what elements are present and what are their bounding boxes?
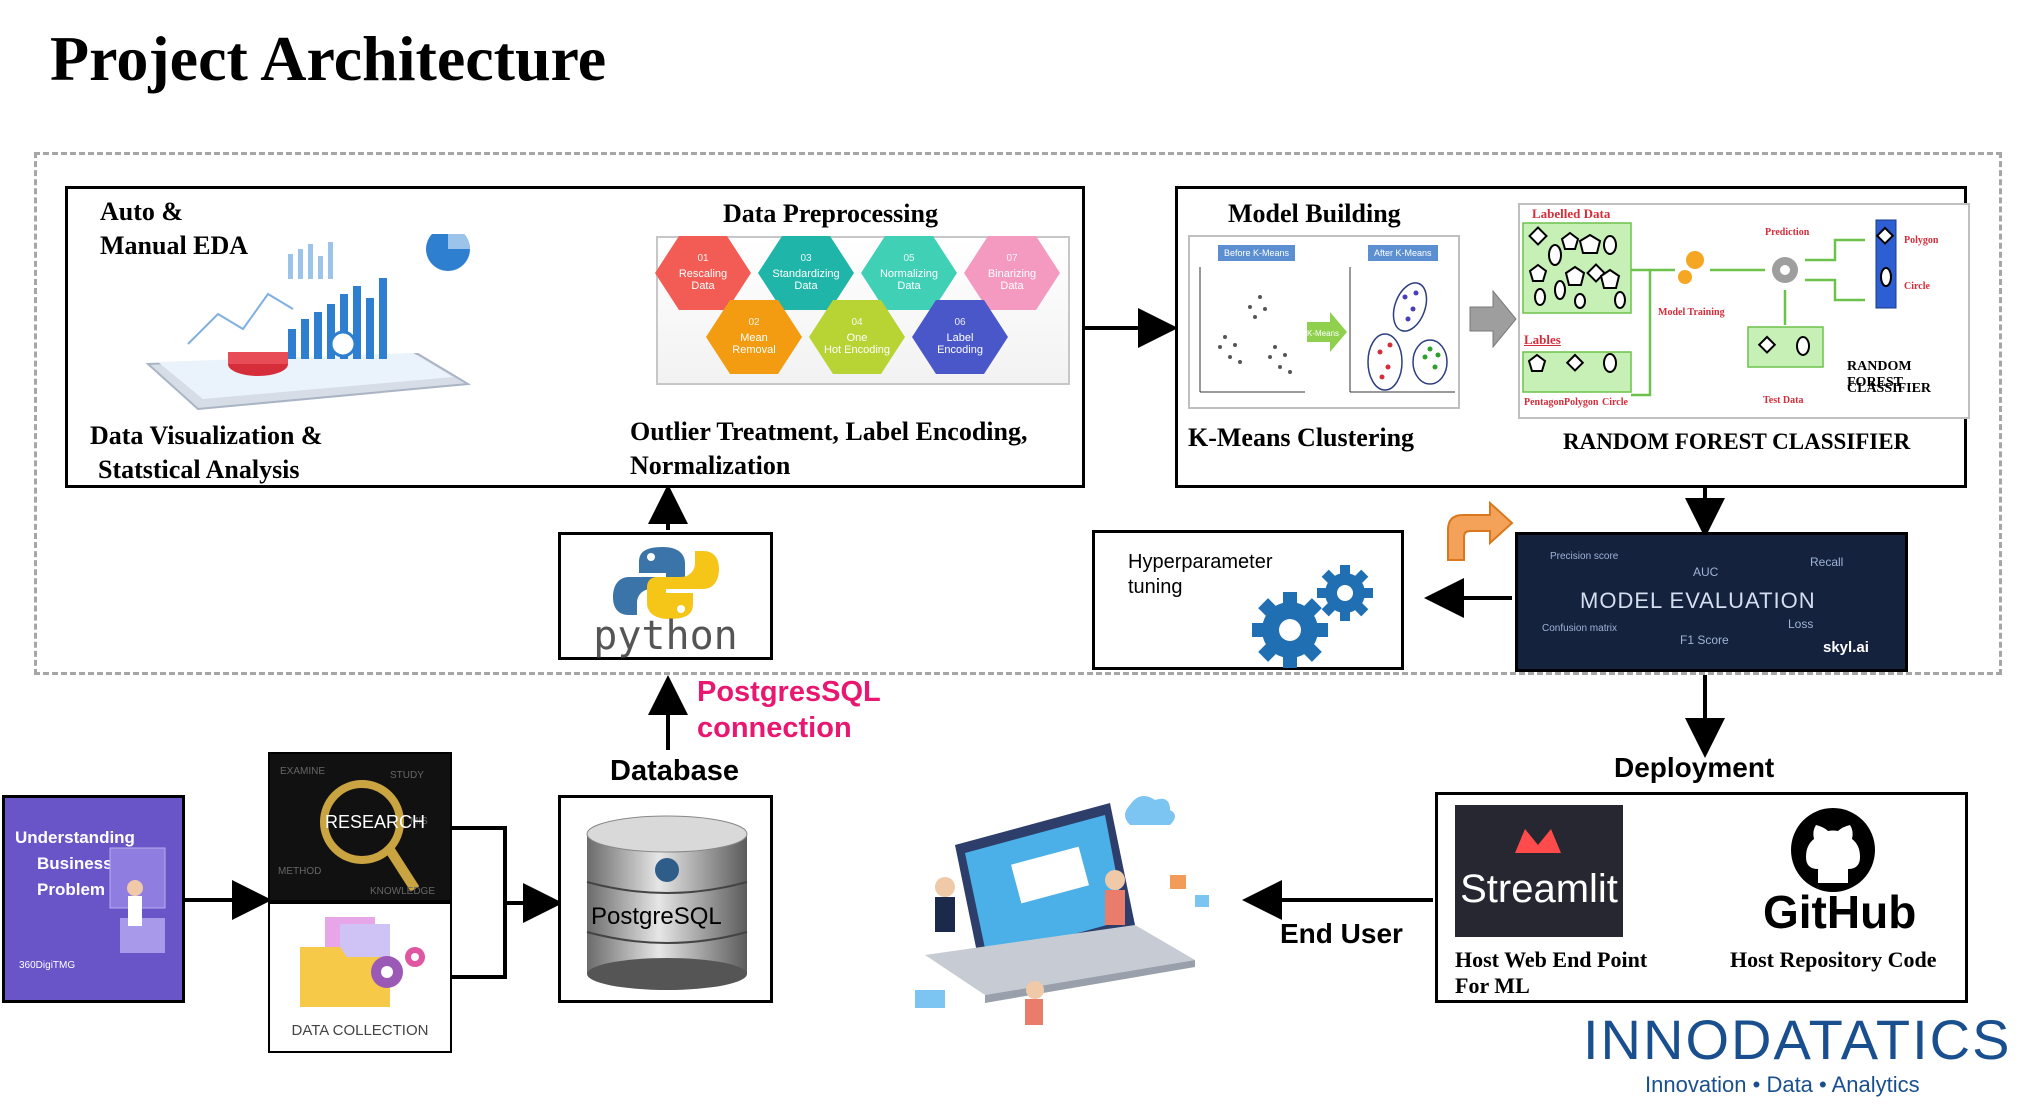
deployment-box: Streamlit Host Web End Point For ML GitH… (1435, 792, 1968, 1003)
curved-arrow (1447, 500, 1514, 561)
eval-recall: Recall (1810, 555, 1844, 569)
random-forest-panel: Labelled Data Lables (1518, 203, 1970, 419)
rf-test-data-label: Test Data (1763, 395, 1804, 406)
connection-line-1: PostgresSQL (697, 676, 881, 708)
rf-out-circle-label: Circle (1904, 281, 1930, 292)
github-caption: Host Repository Code (1730, 947, 1937, 972)
eda-heading-1: Auto & (100, 197, 184, 226)
hyperparameter-box: Hyperparameter tuning (1092, 530, 1404, 670)
understanding-line-1: Understanding (15, 828, 135, 847)
understanding-brand: 360DigiTMG (19, 960, 76, 971)
kmeans-scatter-graphic: K-Means (1199, 267, 1455, 393)
svg-text:STUDY: STUDY (390, 770, 424, 781)
page-title: Project Architecture (50, 23, 607, 94)
research-magnifier-icon: EXAMINE STUDY METHOD KNOWLEDGE MIS (278, 766, 435, 897)
github-octocat-icon (1791, 808, 1875, 892)
pipeline-boundary (34, 152, 2002, 675)
rf-labels-label: Lables (1524, 332, 1561, 347)
research-image: EXAMINE STUDY METHOD KNOWLEDGE MIS RESEARCH (268, 752, 452, 902)
grey-arrow (1469, 289, 1517, 349)
end-user-label: End User (1280, 918, 1403, 949)
kmeans-before-label: Before K-Means (1218, 245, 1296, 261)
eval-f1: F1 Score (1680, 633, 1729, 647)
preprocessing-heading: Data Preprocessing (723, 199, 938, 228)
svg-text:EXAMINE: EXAMINE (280, 766, 325, 777)
innodatatics-tagline: Innovation • Data • Analytics (1645, 1072, 1920, 1097)
rf-pentagon-label: Pentagon (1524, 397, 1564, 408)
hyper-line-1: Hyperparameter (1128, 551, 1273, 573)
kmeans-arrow-label: K-Means (1307, 329, 1339, 338)
model-evaluation-box: Precision score AUC Recall MODEL EVALUAT… (1515, 532, 1908, 672)
model-building-box: Model Building Before K-Means After K-Me… (1175, 186, 1970, 488)
database-label: PostgreSQL (591, 903, 722, 930)
svg-text:METHOD: METHOD (278, 866, 321, 877)
innodatatics-logo: INNODATATICS (1583, 1008, 2012, 1071)
model-heading: Model Building (1228, 199, 1401, 228)
eval-title: MODEL EVALUATION (1580, 588, 1816, 613)
data-collection-label: DATA COLLECTION (291, 1022, 429, 1039)
eval-auc: AUC (1693, 565, 1719, 579)
eda-caption-2: Statstical Analysis (98, 455, 300, 484)
data-collection-box: DATA COLLECTION (268, 902, 452, 1053)
rf-caption: RANDOM FOREST CLASSIFIER (1563, 429, 1911, 454)
bracket-collection (452, 826, 507, 979)
streamlit-caption-2: For ML (1455, 973, 1530, 998)
rf-prediction-label: Prediction (1765, 227, 1810, 238)
folder-gears-icon (300, 917, 425, 1007)
business-person-illustration (109, 847, 166, 953)
preprocessing-caption-1: Outlier Treatment, Label Encoding, (630, 417, 1028, 446)
rf-inner-label-2: CLASSIFIER (1847, 381, 1932, 396)
eda-heading-2: Manual EDA (100, 231, 249, 260)
research-label: RESEARCH (325, 812, 426, 832)
eval-confusion: Confusion matrix (1542, 623, 1618, 634)
rf-circle-label: Circle (1602, 397, 1628, 408)
github-label: GitHub (1763, 886, 1917, 938)
rf-training-label: Model Training (1658, 307, 1725, 318)
kmeans-after-label: After K-Means (1368, 245, 1438, 261)
eval-precision: Precision score (1550, 551, 1619, 562)
preprocessing-caption-2: Normalization (630, 451, 791, 480)
kmeans-panel: Before K-Means After K-Means K-Means (1188, 235, 1460, 409)
rf-inner-label-1: RANDOM FOREST (1847, 359, 1912, 390)
eval-brand: skyl.ai (1823, 639, 1869, 656)
connection-line-2: connection (697, 712, 852, 744)
svg-text:MIS: MIS (410, 816, 428, 827)
kmeans-caption: K-Means Clustering (1188, 423, 1415, 452)
rf-labelled-label: Labelled Data (1532, 206, 1611, 221)
understanding-line-2: Business (37, 854, 113, 873)
streamlit-crown-icon (1515, 829, 1561, 853)
rf-polygon-label: Polygon (1564, 397, 1599, 408)
rf-out-polygon-label: Polygon (1904, 235, 1939, 246)
streamlit-caption-1: Host Web End Point (1455, 947, 1648, 972)
eval-loss: Loss (1788, 617, 1814, 631)
streamlit-label: Streamlit (1460, 867, 1618, 911)
python-box: python (558, 532, 773, 660)
python-label: python (593, 613, 738, 659)
understanding-line-3: Problem (37, 880, 106, 899)
gears-icon (1252, 565, 1373, 668)
database-heading: Database (610, 755, 739, 787)
analytics-dashboard-illustration (145, 234, 472, 411)
understanding-box: Understanding Business Problem 360DigiTM… (2, 795, 185, 1003)
deployment-heading: Deployment (1614, 752, 1775, 783)
database-cylinder-icon (586, 815, 748, 990)
database-box: PostgreSQL (558, 795, 773, 1003)
random-forest-graphic (1522, 219, 1897, 397)
hyper-line-2: tuning (1128, 576, 1183, 598)
laptop-illustration (915, 796, 1209, 1025)
eda-caption-1: Data Visualization & (90, 421, 323, 450)
python-logo-icon (613, 547, 719, 619)
streamlit-logo: Streamlit (1455, 805, 1623, 937)
svg-text:KNOWLEDGE: KNOWLEDGE (370, 886, 435, 897)
